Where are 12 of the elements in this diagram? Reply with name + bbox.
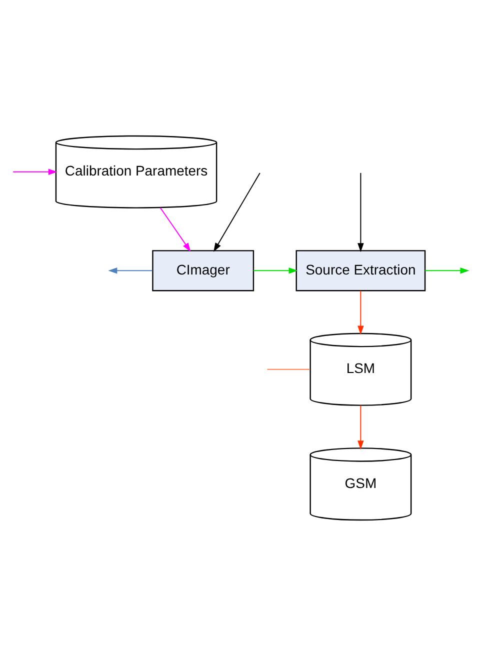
arrow <box>12 168 58 175</box>
arrow <box>358 172 364 252</box>
node-box: Source Extraction <box>296 250 426 291</box>
arrow <box>253 267 298 274</box>
node-box: CImager <box>152 250 254 291</box>
connector <box>266 368 310 370</box>
arrow <box>214 172 260 252</box>
arrow <box>358 290 364 334</box>
arrow <box>108 267 153 274</box>
arrow <box>160 206 191 252</box>
arrow <box>424 267 470 274</box>
arrow <box>358 404 364 450</box>
